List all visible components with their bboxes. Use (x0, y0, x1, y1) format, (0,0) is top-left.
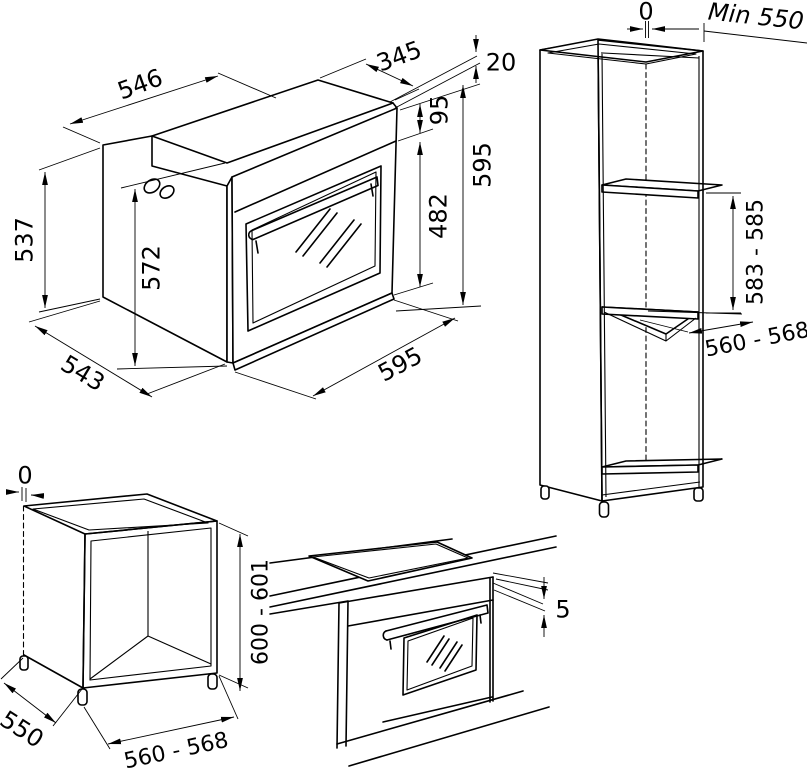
oven-isometric-drawing: 546 345 20 95 482 (10, 35, 517, 400)
cabinet-left-face (539, 39, 603, 502)
svg-text:345: 345 (373, 35, 426, 77)
dim-min-clearance: Min 550 (703, 0, 807, 44)
svg-text:20: 20 (486, 48, 517, 76)
svg-text:546: 546 (114, 63, 167, 105)
cabinet-shelf (601, 306, 699, 342)
oven-handle (247, 176, 379, 254)
dim-base-back-gap: 0 (6, 461, 45, 502)
dim-fascia-proud: 20 (389, 35, 517, 109)
dim-niche-height: 583 - 585 (706, 192, 769, 314)
svg-text:560 - 568: 560 - 568 (703, 318, 807, 363)
plinth-line (336, 690, 524, 745)
svg-text:600 - 601: 600 - 601 (249, 559, 274, 665)
dim-cabinet-height: 600 - 601 (218, 522, 274, 691)
svg-text:560 - 568: 560 - 568 (122, 728, 231, 771)
cabinet-foot (77, 688, 88, 706)
cabinet-foot (693, 487, 704, 502)
svg-text:595: 595 (468, 142, 496, 188)
dim-control-panel-height: 95 (397, 83, 481, 142)
oven-door-glass-inner (251, 171, 377, 324)
svg-text:0: 0 (638, 0, 653, 25)
base-cabinet-front-frame (82, 520, 218, 689)
svg-text:537: 537 (10, 217, 38, 263)
glass-reflection-lines (295, 208, 362, 268)
oven-door-top-edge (234, 140, 397, 213)
dim-front-height: 595 (395, 85, 496, 312)
svg-text:95: 95 (425, 95, 453, 126)
dim-worktop-gap: 5 (541, 577, 571, 637)
dim-door-height: 482 (393, 142, 452, 296)
cabinet-foot (540, 485, 550, 500)
dim-chassis-height: 537 (10, 147, 101, 313)
base-cabinet-drawing: 0 600 - 601 550 560 - 568 (0, 461, 274, 771)
cabinet-foot (598, 501, 610, 518)
base-cabinet-interior (89, 531, 212, 680)
svg-text:583 - 585: 583 - 585 (744, 199, 769, 305)
svg-text:0: 0 (17, 461, 32, 489)
cabinet-bottom-shelf (601, 458, 723, 475)
svg-text:550: 550 (0, 705, 49, 753)
dim-body-height: 572 (116, 162, 228, 370)
dim-niche-width: 560 - 568 (83, 675, 239, 771)
glass-reflection-lines (426, 635, 463, 672)
svg-text:5: 5 (555, 595, 570, 623)
svg-text:543: 543 (56, 350, 110, 398)
oven-handle (382, 604, 489, 650)
tall-cabinet-drawing: 0 Min 550 583 - 585 560 - 568 (539, 0, 807, 518)
floor-line (348, 706, 550, 767)
dim-cabinet-back-gap: 0 (627, 0, 699, 38)
svg-text:572: 572 (137, 245, 165, 291)
control-knob (159, 185, 175, 199)
cabinet-front-frame (597, 39, 704, 502)
oven-door-glass-outer (245, 165, 382, 332)
cabinet-shelf (601, 178, 723, 199)
under-counter-oven (336, 576, 550, 767)
svg-text:Min 550: Min 550 (707, 0, 805, 35)
oven-door-glass (402, 614, 478, 696)
svg-text:595: 595 (373, 341, 427, 387)
cabinet-foot (207, 673, 218, 690)
under-counter-drawing: 5 (269, 535, 571, 767)
hob (308, 541, 473, 582)
svg-text:482: 482 (424, 193, 452, 239)
cabinet-foot (19, 655, 29, 671)
